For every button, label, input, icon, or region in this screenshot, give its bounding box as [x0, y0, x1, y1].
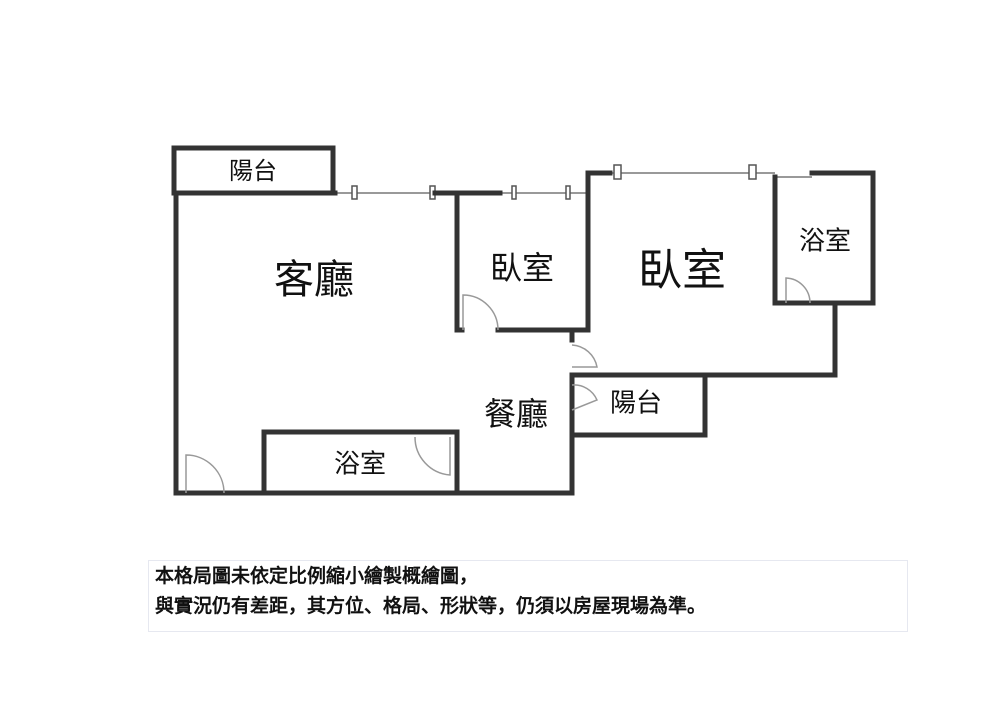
room-label-bathroom-bottom: 浴室 — [334, 450, 386, 480]
windows — [335, 164, 812, 200]
room-label-bedroom-large: 臥室 — [638, 245, 726, 296]
room-label-balcony-top: 陽台 — [229, 157, 277, 185]
doors — [185, 277, 811, 494]
room-label-bathroom-right: 浴室 — [799, 227, 851, 257]
room-label-bedroom-small: 臥室 — [490, 249, 554, 287]
disclaimer-line-2: 與實況仍有差距，其方位、格局、形狀等，仍須以房屋現場為準。 — [155, 595, 707, 617]
disclaimer-box: 本格局圖未依定比例縮小繪製概繪圖， 與實況仍有差距，其方位、格局、形狀等，仍須以… — [148, 560, 908, 632]
disclaimer-line-1: 本格局圖未依定比例縮小繪製概繪圖， — [155, 565, 479, 587]
room-label-living-room: 客廳 — [274, 257, 354, 303]
walls — [171, 145, 876, 496]
room-label-balcony-right: 陽台 — [610, 389, 662, 419]
room-label-dining-room: 餐廳 — [484, 395, 548, 433]
